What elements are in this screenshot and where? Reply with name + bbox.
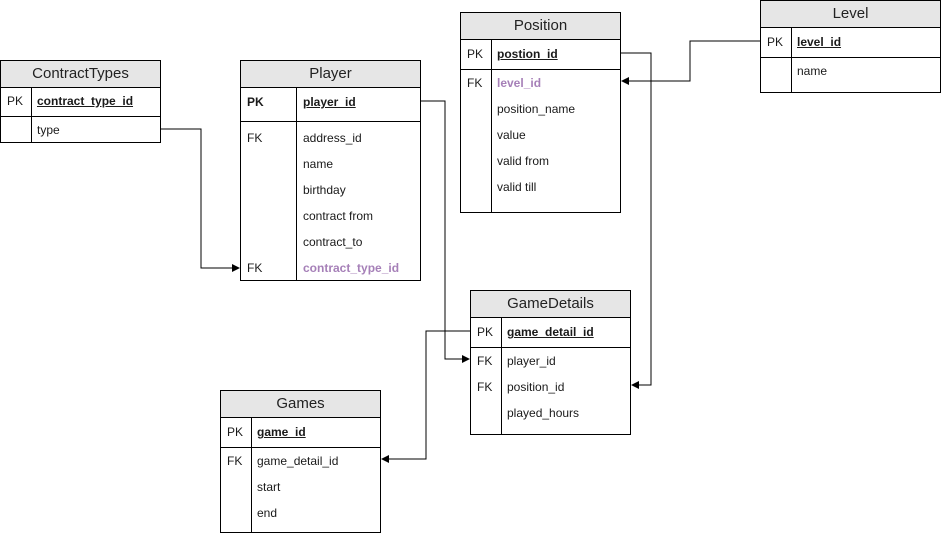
- attribute-row: PK game_detail_id: [471, 318, 630, 346]
- key-column-divider: [251, 418, 252, 532]
- attribute-row: FK level_id: [461, 70, 620, 96]
- attribute-row: FK game_detail_id: [221, 448, 380, 474]
- key-column-divider: [31, 88, 32, 142]
- attribute-name: valid from: [497, 154, 550, 168]
- connector-contracttypes-player: [161, 128, 240, 272]
- attribute-name: end: [257, 506, 278, 520]
- attribute-row: PK game_id: [221, 418, 380, 446]
- attribute-section: name: [761, 58, 940, 84]
- key-marker: PK: [247, 95, 264, 109]
- attribute-row: played_hours: [471, 400, 630, 426]
- entity-title: Level: [761, 1, 940, 28]
- attribute-row: FK player_id: [471, 348, 630, 374]
- attribute-section: FK level_id position_name value valid fr…: [461, 70, 620, 200]
- entity-contracttypes[interactable]: ContractTypes PK contract_type_id type: [0, 60, 161, 143]
- entity-title: Games: [221, 391, 380, 418]
- attribute-row: start: [221, 474, 380, 500]
- attribute-name: valid till: [497, 180, 537, 194]
- pk-section: PK postion_id: [461, 40, 620, 70]
- attribute-name: name: [797, 64, 828, 78]
- attribute-row: valid till: [461, 174, 620, 200]
- entity-position[interactable]: Position PK postion_id FK level_id posit…: [460, 12, 621, 213]
- attribute-row: valid from: [461, 148, 620, 174]
- attribute-row: FK contract_type_id: [241, 255, 420, 281]
- key-marker: PK: [467, 47, 484, 61]
- attribute-name: player_id: [507, 354, 556, 368]
- attribute-row: FK address_id: [241, 125, 420, 151]
- attribute-row: position_name: [461, 96, 620, 122]
- attribute-name: position_name: [497, 102, 576, 116]
- attribute-name: name: [303, 157, 334, 171]
- key-marker: PK: [767, 35, 784, 49]
- attribute-section: type: [1, 117, 160, 143]
- entity-player[interactable]: Player PK player_id FK address_id name b…: [240, 60, 421, 281]
- entity-title: Position: [461, 13, 620, 40]
- entity-level[interactable]: Level PK level_id name: [760, 0, 941, 93]
- attribute-name: game_detail_id: [257, 454, 339, 468]
- key-marker: FK: [477, 354, 493, 368]
- attribute-row: birthday: [241, 177, 420, 203]
- attribute-section: FK game_detail_id start end: [221, 448, 380, 526]
- attribute-name: type: [37, 123, 60, 137]
- connector-level-position: [621, 40, 761, 85]
- entity-gamedetails[interactable]: GameDetails PK game_detail_id FK player_…: [470, 290, 631, 435]
- key-marker: PK: [7, 94, 24, 108]
- attribute-name: level_id: [497, 76, 542, 90]
- attribute-section: FK address_id name birthday contract fro…: [241, 122, 420, 281]
- attribute-name: contract_to: [303, 235, 363, 249]
- attribute-row: name: [761, 58, 940, 84]
- attribute-name: player_id: [303, 95, 356, 109]
- key-marker: FK: [477, 380, 493, 394]
- attribute-name: value: [497, 128, 526, 142]
- entity-title: ContractTypes: [1, 61, 160, 88]
- key-marker: FK: [247, 131, 263, 145]
- entity-title: GameDetails: [471, 291, 630, 318]
- key-column-divider: [501, 318, 502, 434]
- attribute-section: FK player_id FK position_id played_hours: [471, 348, 630, 426]
- attribute-row: FK position_id: [471, 374, 630, 400]
- key-column-divider: [491, 40, 492, 212]
- key-column-divider: [296, 88, 297, 280]
- key-marker: FK: [227, 454, 243, 468]
- attribute-row: PK level_id: [761, 28, 940, 56]
- entity-title: Player: [241, 61, 420, 88]
- attribute-name: postion_id: [497, 47, 558, 61]
- attribute-row: end: [221, 500, 380, 526]
- attribute-name: birthday: [303, 183, 346, 197]
- attribute-name: played_hours: [507, 406, 580, 420]
- attribute-row: type: [1, 117, 160, 143]
- connector-gamedetails-games: [381, 330, 471, 463]
- pk-section: PK level_id: [761, 28, 940, 58]
- key-marker: PK: [477, 325, 494, 339]
- entity-games[interactable]: Games PK game_id FK game_detail_id start…: [220, 390, 381, 533]
- key-marker: PK: [227, 425, 244, 439]
- attribute-row: contract_to: [241, 229, 420, 255]
- connector-position-gamedetails: [621, 52, 652, 389]
- attribute-row: PK postion_id: [461, 40, 620, 68]
- attribute-name: game_id: [257, 425, 306, 439]
- pk-section: PK game_detail_id: [471, 318, 630, 348]
- attribute-name: position_id: [507, 380, 565, 394]
- attribute-name: address_id: [303, 131, 362, 145]
- attribute-row: value: [461, 122, 620, 148]
- attribute-name: game_detail_id: [507, 325, 594, 339]
- pk-section: PK contract_type_id: [1, 88, 160, 117]
- attribute-row: PK contract_type_id: [1, 88, 160, 114]
- attribute-name: contract_type_id: [37, 94, 134, 108]
- attribute-row: contract from: [241, 203, 420, 229]
- attribute-name: contract_type_id: [303, 261, 400, 275]
- attribute-name: start: [257, 480, 281, 494]
- key-marker: FK: [247, 261, 263, 275]
- attribute-name: level_id: [797, 35, 842, 49]
- attribute-name: contract from: [303, 209, 374, 223]
- pk-section: PK game_id: [221, 418, 380, 448]
- pk-section: PK player_id: [241, 88, 420, 122]
- connector-player-gamedetails: [421, 100, 470, 363]
- attribute-row: name: [241, 151, 420, 177]
- attribute-row: PK player_id: [241, 88, 420, 116]
- key-column-divider: [791, 28, 792, 92]
- key-marker: FK: [467, 76, 483, 90]
